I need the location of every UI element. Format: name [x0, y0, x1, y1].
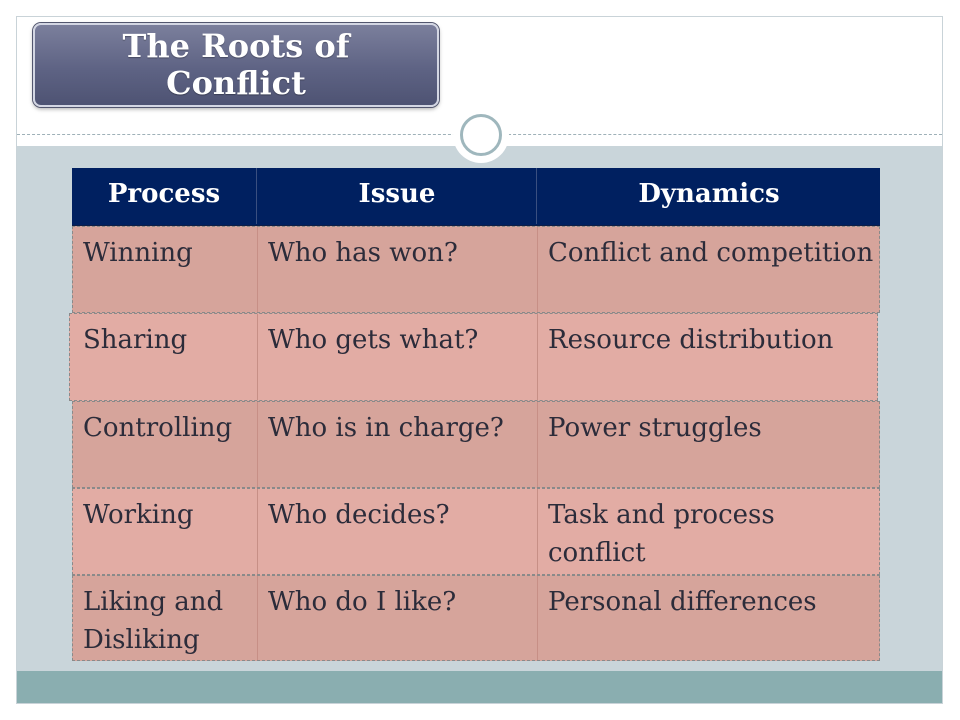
cell-dynamics: Resource distribution — [537, 314, 877, 400]
cell-process: Winning — [83, 238, 193, 268]
cell-process: Working — [83, 500, 194, 530]
table-header-row: Process Issue Dynamics — [72, 168, 880, 226]
title-box: The Roots of Conflict — [33, 23, 439, 107]
cell-dynamics: Conflict and competition — [537, 227, 879, 312]
cell-dynamics: Task and process conflict — [537, 489, 879, 574]
table-row: Working Who decides? Task and process co… — [72, 488, 880, 575]
cell-process: Controlling — [83, 413, 233, 443]
header-dynamics: Dynamics — [536, 168, 881, 224]
table-row: Sharing Who gets what? Resource distribu… — [69, 313, 878, 401]
slide-title: The Roots of Conflict — [122, 27, 350, 102]
table-row: Winning Who has won? Conflict and compet… — [72, 226, 880, 313]
cell-issue: Who gets what? — [257, 314, 537, 400]
cell-issue: Who has won? — [257, 227, 537, 312]
table-row: Controlling Who is in charge? Power stru… — [72, 401, 880, 488]
cell-issue: Who is in charge? — [257, 402, 537, 487]
table-row: Liking and Disliking Who do I like? Pers… — [72, 575, 880, 661]
cell-issue: Who do I like? — [257, 576, 537, 660]
header-process: Process — [107, 179, 221, 209]
header-issue: Issue — [256, 168, 537, 224]
circle-ornament — [453, 107, 509, 163]
cell-issue: Who decides? — [257, 489, 537, 574]
slide-footer-bar — [17, 671, 942, 703]
slide-frame — [16, 16, 943, 704]
cell-dynamics: Personal differences — [537, 576, 879, 660]
cell-process: Liking and Disliking — [83, 587, 224, 655]
circle-ornament-ring — [460, 114, 502, 156]
cell-process: Sharing — [83, 325, 188, 355]
cell-dynamics: Power struggles — [537, 402, 879, 487]
